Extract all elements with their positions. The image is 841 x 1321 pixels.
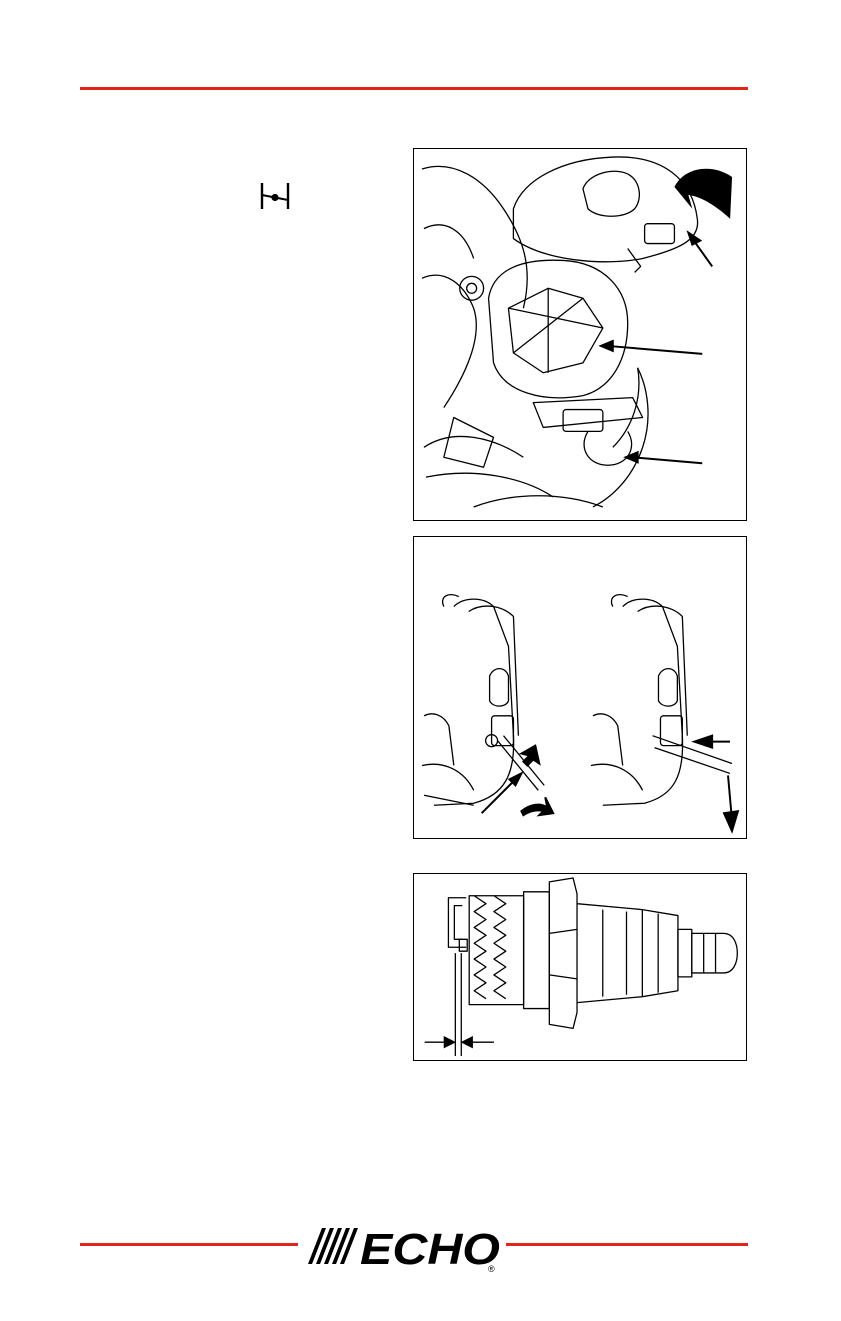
spark-plug-cap-figure xyxy=(413,536,747,839)
spark-plug-gap-illustration xyxy=(414,874,746,1060)
choke-icon xyxy=(258,181,292,211)
spark-plug-figure xyxy=(413,873,747,1061)
footer-rule-left xyxy=(80,1243,298,1246)
footer-rule-right xyxy=(506,1243,748,1246)
registered-mark: ® xyxy=(488,1264,495,1274)
echo-logo-text: ECHO xyxy=(360,1225,500,1274)
echo-logo: ECHO ® xyxy=(300,1222,505,1274)
spark-plug-cap-illustration xyxy=(414,537,746,838)
air-cover-figure xyxy=(413,148,747,521)
header-rule xyxy=(80,87,748,90)
air-filter-cover-illustration xyxy=(414,149,746,520)
